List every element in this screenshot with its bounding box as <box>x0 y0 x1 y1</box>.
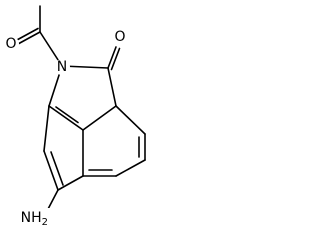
amine-group-label: NH2 <box>21 210 48 228</box>
amine-subscript-label: 2 <box>42 217 48 228</box>
bond-c8a-to-c8 <box>43 105 50 152</box>
bond-c8-to-c7-inner <box>50 151 64 186</box>
chemical-structure: O N O NH2 <box>3 5 146 228</box>
bond-c2-o-2 <box>110 47 121 71</box>
ring-nitrogen-label: N <box>57 59 67 75</box>
bond-c8b-to-c2a <box>82 105 117 131</box>
atom-label-layer: O N O NH2 <box>3 29 128 228</box>
lactam-oxygen-label: O <box>114 29 125 45</box>
bond-c6-to-amine <box>46 189 59 212</box>
acetyl-oxygen-label: O <box>5 36 16 52</box>
bond-c2a-to-c3 <box>115 105 146 135</box>
bond-c2-o-1 <box>107 46 117 69</box>
bond-c7-to-c6 <box>57 175 84 191</box>
bond-c8b-to-c8a-inner <box>55 106 79 124</box>
amine-main-label: NH <box>21 210 42 226</box>
bond-acetyl-c-o-2 <box>15 27 39 42</box>
bond-c2-to-c2a <box>107 67 117 107</box>
bond-c8a-to-c8b <box>48 105 84 131</box>
bond-layer <box>15 5 146 212</box>
bond-acetyl-c-o-1 <box>17 31 41 45</box>
bond-c4-to-c5 <box>115 159 146 177</box>
bond-c8-to-c7 <box>43 150 59 191</box>
